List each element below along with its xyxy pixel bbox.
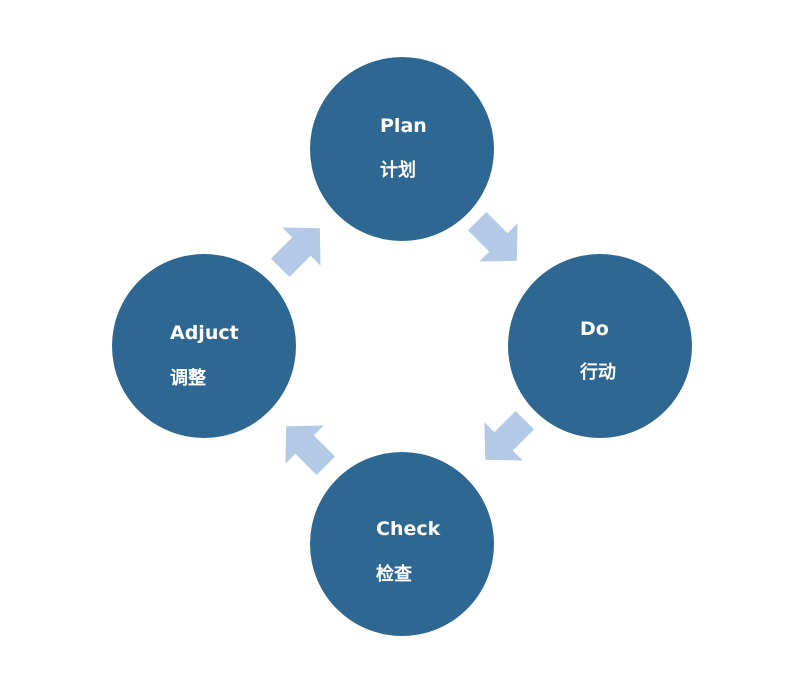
node-adjust-label-zh: 调整	[170, 368, 206, 389]
node-adjust-label-en: Adjuct	[170, 322, 239, 344]
node-check-label-zh: 检查	[376, 564, 412, 585]
node-do-label-en: Do	[580, 318, 609, 340]
node-adjust: Adjuct 调整	[112, 254, 296, 438]
arrow-adjust-to-plan	[271, 227, 321, 277]
node-plan-label-en: Plan	[380, 115, 427, 137]
node-do-label-zh: 行动	[580, 362, 616, 383]
node-check: Check 检查	[310, 452, 494, 636]
node-plan-label-zh: 计划	[380, 160, 416, 181]
node-plan: Plan 计划	[310, 57, 494, 241]
arrow-do-to-check	[484, 411, 534, 461]
arrow-plan-to-do	[468, 212, 518, 262]
node-check-label-en: Check	[376, 518, 441, 540]
node-do: Do 行动	[508, 254, 692, 438]
arrow-check-to-adjust	[285, 425, 335, 475]
